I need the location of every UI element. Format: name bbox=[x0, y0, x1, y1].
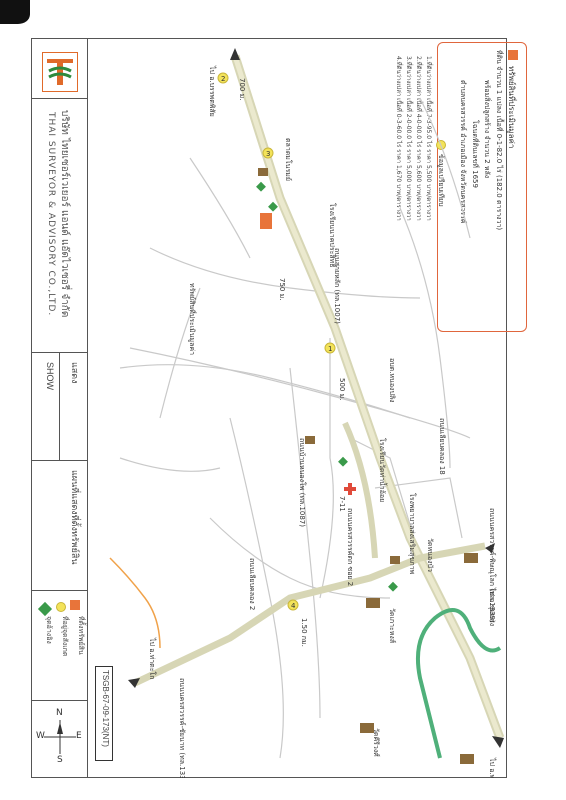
svg-text:4: 4 bbox=[291, 602, 296, 610]
info-property-icon bbox=[508, 50, 518, 60]
road-label-phitsanulok: ถนนนครสวรรค์-พิษณุโลก (ทล.1339) bbox=[488, 508, 497, 623]
place-school-thanamoi: โรงเรียนวัดท่าน้ำอ้อย bbox=[378, 438, 389, 502]
place-property-label: ทรัพย์สินที่ประเมินมูลค่า bbox=[188, 283, 197, 355]
compass-s: S bbox=[57, 755, 63, 765]
place-school: โรงเรียนนาคประสิทธิ์ bbox=[328, 203, 338, 269]
company-logo bbox=[42, 52, 78, 92]
legend-property-icon bbox=[70, 600, 80, 610]
property-info-box bbox=[437, 42, 527, 332]
place-wat-kohong: วัดเกาะหงส์ bbox=[388, 608, 396, 644]
svg-text:1: 1 bbox=[328, 345, 332, 353]
place-market: ตลาดมโนรมย์ bbox=[284, 138, 293, 181]
distance-label-1: 700 ม. bbox=[238, 78, 246, 100]
compass-w: W bbox=[36, 731, 45, 741]
info-title: ทรัพย์สินที่ประเมินมูลค่า bbox=[507, 66, 516, 149]
direction-banphot: ไป อ.บรรพตพิสัย bbox=[208, 65, 217, 117]
road-label-nongpho: ถนนบ้านหนองโพ (ทล.1087) bbox=[298, 438, 307, 527]
distance-label-2: 500 ม. bbox=[338, 378, 346, 400]
minor-roads bbox=[119, 97, 471, 759]
legend-landmark-label: ที่อยู่จุดสังเกต bbox=[61, 616, 68, 657]
road-label-chainat: ถนนนครสวรรค์-ชัยนาท (ทล.1339) bbox=[178, 678, 186, 778]
svg-text:2: 2 bbox=[221, 75, 225, 83]
direction-chumsaeng: ไป อ.ชุมแสง bbox=[488, 587, 497, 626]
map-sheet-frame bbox=[31, 38, 507, 778]
property-location-marker[interactable] bbox=[260, 213, 272, 229]
place-tambon-office: อบต.หนองปลิง bbox=[388, 358, 396, 403]
description-text: แผนที่แสดงที่ตั้งทรัพย์สิน bbox=[70, 470, 80, 565]
legend-landmark-icon bbox=[56, 602, 66, 612]
distance-label-3: 1.50 กม. bbox=[300, 618, 308, 647]
legend-property-label: ที่ตั้งทรัพย์สิน bbox=[77, 616, 84, 655]
place-health-center: โรงพยาบาลส่งเสริมสุขภาพ bbox=[408, 493, 417, 575]
secondary-highway bbox=[133, 542, 486, 687]
river bbox=[415, 608, 502, 759]
road-label-main: ถนนสายหลัก (ทล.1007) bbox=[333, 248, 341, 324]
compass-rose: N E W S bbox=[36, 708, 84, 766]
distance-label-4: 750 ม. bbox=[278, 278, 286, 300]
company-name-en: THAI SURVEYOR & ADVISORY CO.,LTD. bbox=[46, 112, 56, 317]
road-label-canal2: ถนนเลียบคลอง 2 bbox=[248, 558, 256, 610]
reference-code-box bbox=[95, 666, 113, 761]
landmark-icons bbox=[258, 168, 478, 764]
company-name-th: บริษัท ไทยเซอร์เวเยอร์ แอนด์ แอ๊ดไวเซอรี… bbox=[59, 110, 70, 318]
show-label-en: SHOW bbox=[45, 362, 55, 390]
hospital-icon bbox=[344, 483, 356, 495]
legend-reference-label: จุดอ้างอิง bbox=[45, 616, 52, 644]
direction-phayuha: ไป อ.พยุหะคีรี bbox=[488, 757, 497, 778]
scan-mark bbox=[0, 0, 30, 24]
direction-thatako: ไป อ.ท่าตะโก bbox=[148, 637, 157, 679]
compass-e: E bbox=[76, 731, 82, 741]
map-canvas: 2 3 1 4 ถนนสายหลัก (ทล.1007) ถนนบ้านหนอง… bbox=[109, 48, 505, 778]
svg-text:3: 3 bbox=[266, 150, 270, 158]
compass-n: N bbox=[56, 708, 63, 718]
road-label-soi2: ถนนนครสวรรค์ตก ซอย 2 bbox=[346, 508, 354, 586]
show-label-th: แสดง bbox=[70, 362, 80, 384]
place-wat-khiriwong: วัดคีรีวงศ์ bbox=[372, 728, 380, 757]
title-block-divider bbox=[87, 38, 88, 778]
comparison-markers: 2 3 1 4 bbox=[217, 72, 336, 611]
place-wat-nongbua: วัดหนองบัว bbox=[426, 538, 434, 572]
place-seven-eleven: 7-11 bbox=[338, 496, 346, 512]
local-track bbox=[109, 557, 161, 649]
reference-points bbox=[256, 181, 398, 592]
road-label-canal18: ถนนเลียบคลอง 18 bbox=[438, 418, 446, 475]
